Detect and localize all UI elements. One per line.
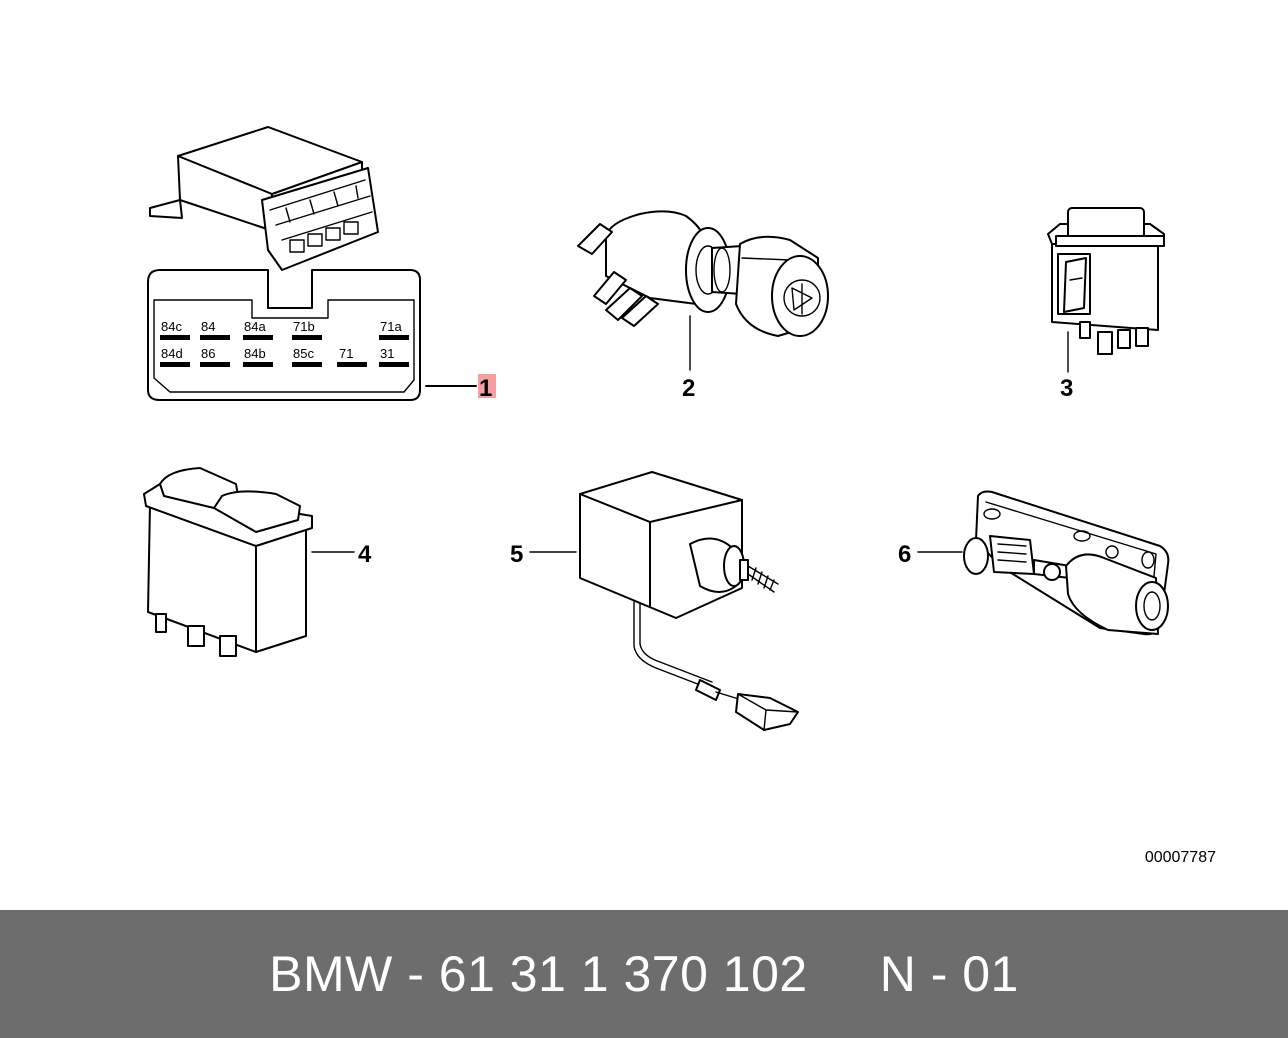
callout-5[interactable]: 5 xyxy=(510,541,523,568)
pin-label: 86 xyxy=(201,346,215,361)
callout-4[interactable]: 4 xyxy=(358,541,372,568)
part-number-footer: BMW - 61 31 1 370 102 N - 01 xyxy=(0,910,1288,1038)
pin-terminal xyxy=(200,362,230,367)
parts-diagram-svg: 84c 84 84a 71b 71a 84d 86 84b 85c 71 31 xyxy=(143,126,1216,866)
pin-terminal xyxy=(243,362,273,367)
pin-terminal xyxy=(160,362,190,367)
pin-terminal xyxy=(292,362,322,367)
pin-terminal xyxy=(200,335,230,340)
part-2-rotary-switch: 2 xyxy=(577,210,829,402)
pin-label: 84c xyxy=(161,319,182,334)
pin-terminal xyxy=(160,335,190,340)
callout-3[interactable]: 3 xyxy=(1060,375,1073,402)
pin-label: 84 xyxy=(201,319,215,334)
callout-highlight xyxy=(478,374,496,398)
part-5-actuator: 5 xyxy=(510,471,799,731)
part-4-rocker-switch: 4 xyxy=(143,467,372,657)
pin-label: 71a xyxy=(380,319,402,334)
callout-6[interactable]: 6 xyxy=(898,541,911,568)
callout-2[interactable]: 2 xyxy=(682,375,695,402)
variant-text: N - 01 xyxy=(879,946,1019,1002)
footer-spacer xyxy=(808,945,880,1003)
pin-label: 71 xyxy=(339,346,353,361)
pin-label: 84b xyxy=(244,346,266,361)
pin-label: 31 xyxy=(380,346,394,361)
pin-row-1: 84c 84 84a 71b 71a xyxy=(160,319,409,340)
pin-terminal xyxy=(379,362,409,367)
part-1-connector-pinout: 84c 84 84a 71b 71a 84d 86 84b 85c 71 31 xyxy=(147,269,496,402)
pin-label: 84a xyxy=(244,319,266,334)
pin-terminal xyxy=(243,335,273,340)
parts-diagram: 84c 84 84a 71b 71a 84d 86 84b 85c 71 31 xyxy=(143,126,1216,866)
pin-terminal xyxy=(379,335,409,340)
pin-label: 84d xyxy=(161,346,183,361)
diagram-reference-number: 00007787 xyxy=(1145,849,1216,866)
part-6-motor-bracket: 6 xyxy=(898,490,1170,636)
pin-row-2: 84d 86 84b 85c 71 31 xyxy=(160,346,409,367)
pin-label: 71b xyxy=(293,319,315,334)
pin-label: 85c xyxy=(293,346,314,361)
part-1-relay-module xyxy=(149,126,379,271)
part-number-text: BMW - 61 31 1 370 102 xyxy=(269,946,808,1002)
part-3-push-switch: 3 xyxy=(1047,207,1165,402)
pin-terminal xyxy=(292,335,322,340)
callout-1[interactable]: 1 xyxy=(479,375,492,402)
pin-terminal xyxy=(337,362,367,367)
